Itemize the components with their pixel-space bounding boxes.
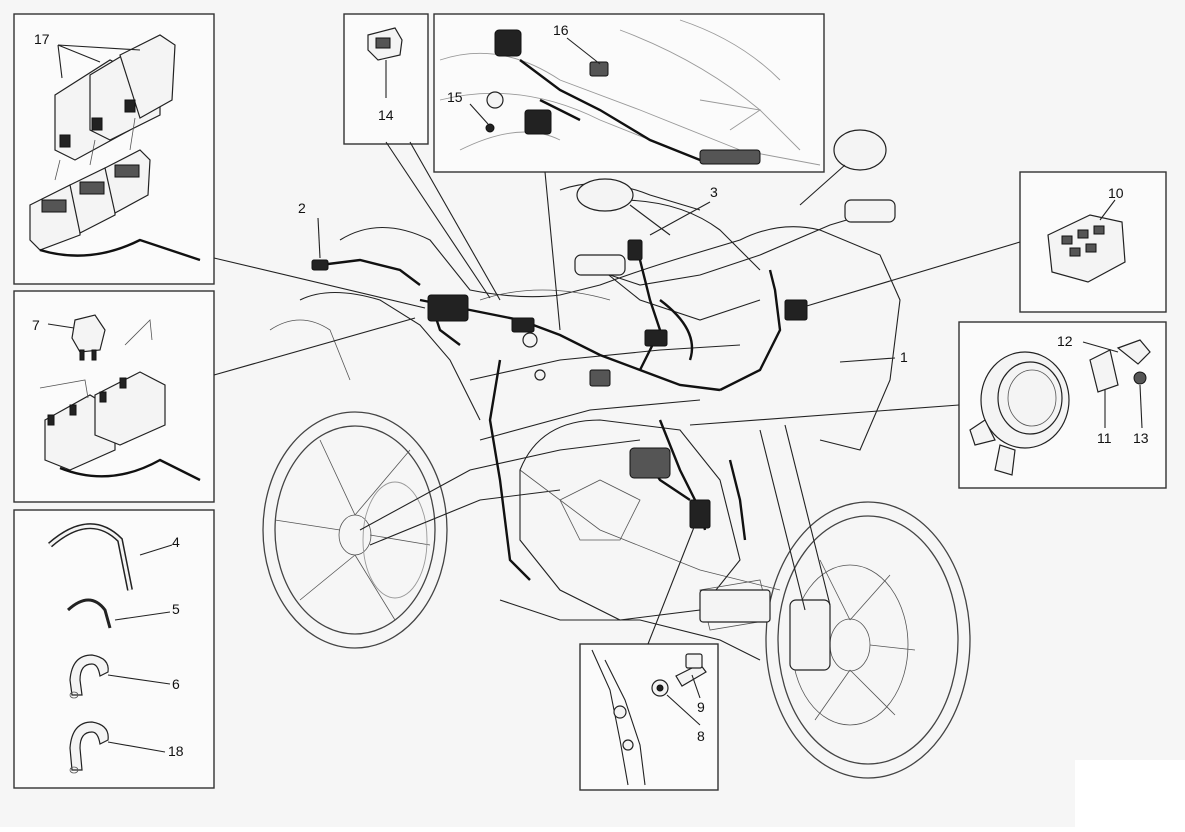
leader-lines: [213, 141, 1021, 645]
rear-wheel: [262, 411, 448, 649]
inset-fuse-holders: 17: [13, 13, 215, 285]
inset-relay-10: 10: [1019, 171, 1167, 313]
callout-1: 1: [900, 349, 908, 365]
inset-rear-wiring: 15 16: [433, 13, 825, 173]
callout-14: 14: [378, 107, 394, 123]
inset-connector-14: 14: [343, 13, 429, 145]
callout-8: 8: [697, 728, 705, 744]
motorcycle-illustration: [262, 129, 971, 779]
callout-4: 4: [172, 534, 180, 550]
callout-6: 6: [172, 676, 180, 692]
callout-5: 5: [172, 601, 180, 617]
inset-relays: 7: [13, 290, 215, 503]
callout-18: 18: [168, 743, 184, 759]
callout-17: 17: [34, 31, 50, 47]
inset-bolt-bracket: 9 8: [579, 643, 719, 791]
callout-12: 12: [1057, 333, 1073, 349]
front-wheel: [765, 501, 971, 779]
inset-cables-clamps: 4 5 6 18: [13, 509, 215, 789]
callout-13: 13: [1133, 430, 1149, 446]
inset-sensor-mount: 11 12 13: [958, 321, 1167, 489]
callout-16: 16: [553, 22, 569, 38]
callout-7: 7: [32, 317, 40, 333]
callout-11: 11: [1097, 430, 1112, 446]
callout-9: 9: [697, 699, 705, 715]
callout-2: 2: [298, 200, 306, 216]
callout-10: 10: [1108, 185, 1124, 201]
callout-3: 3: [710, 184, 718, 200]
callout-15: 15: [447, 89, 463, 105]
